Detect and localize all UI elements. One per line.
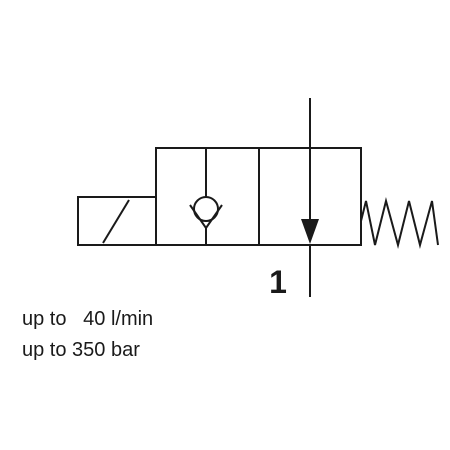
- return-spring-icon: [360, 197, 439, 249]
- port-label: 1: [269, 264, 287, 300]
- flow-rating: up to 40 l/min: [22, 308, 154, 330]
- pressure-rating: up to 350 bar: [22, 339, 140, 361]
- flow-arrowhead-icon: [301, 219, 319, 244]
- check-valve-icon: [189, 148, 223, 245]
- solenoid-actuator-icon: [77, 196, 157, 246]
